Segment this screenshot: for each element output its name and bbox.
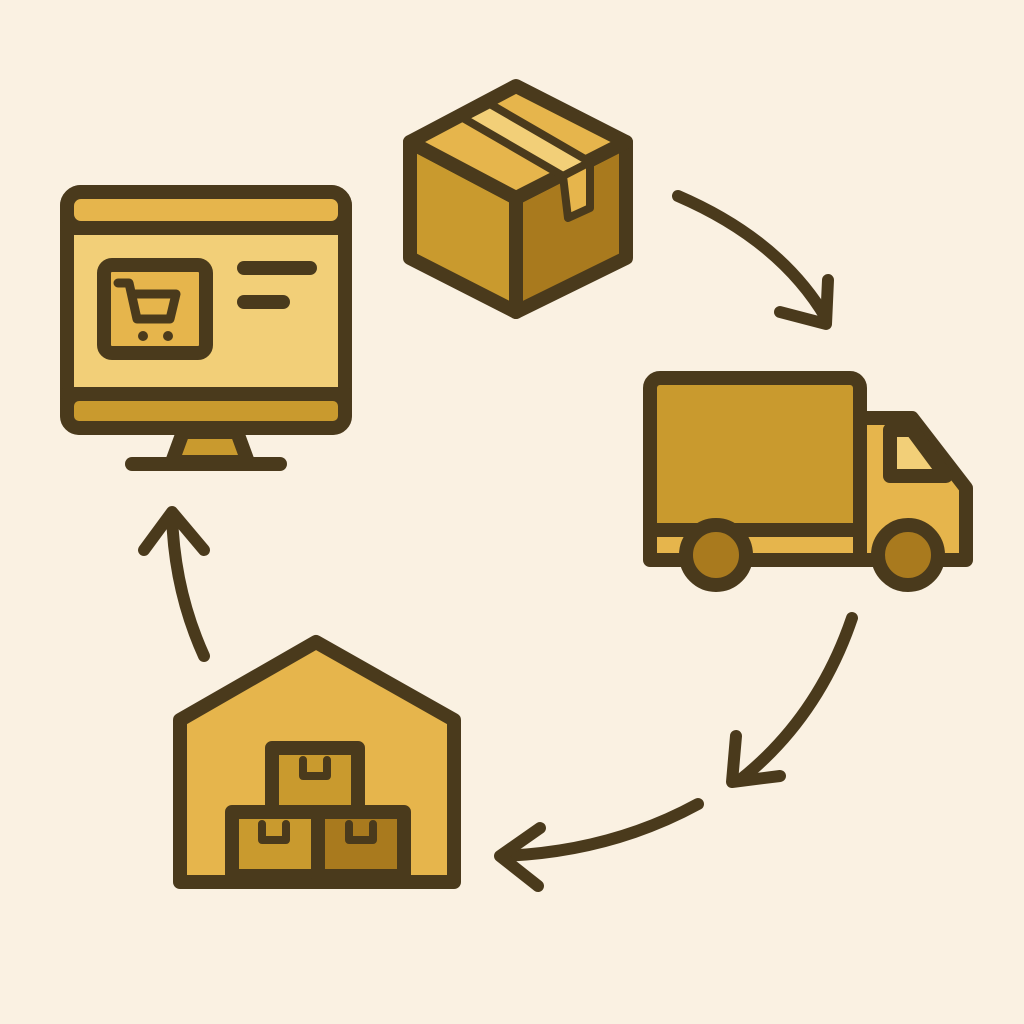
truck-front-wheel bbox=[871, 518, 945, 592]
warehouse-icon bbox=[173, 635, 461, 889]
package-box-icon bbox=[403, 79, 633, 319]
warehouse-box-right bbox=[311, 805, 411, 883]
box-tape-flap bbox=[559, 158, 594, 222]
arrow-truck-to-warehouse-down bbox=[726, 612, 858, 788]
truck-rear-wheel bbox=[679, 518, 753, 592]
product-card bbox=[97, 258, 213, 360]
computer-shopping-cart-icon bbox=[60, 185, 352, 471]
cart-icon bbox=[113, 278, 181, 324]
arrow-truck-to-warehouse-left bbox=[494, 798, 704, 892]
delivery-truck-icon bbox=[643, 371, 973, 592]
arrow-warehouse-to-computer bbox=[138, 506, 210, 662]
arrow-package-to-truck bbox=[672, 190, 834, 330]
truck-window bbox=[883, 423, 953, 483]
